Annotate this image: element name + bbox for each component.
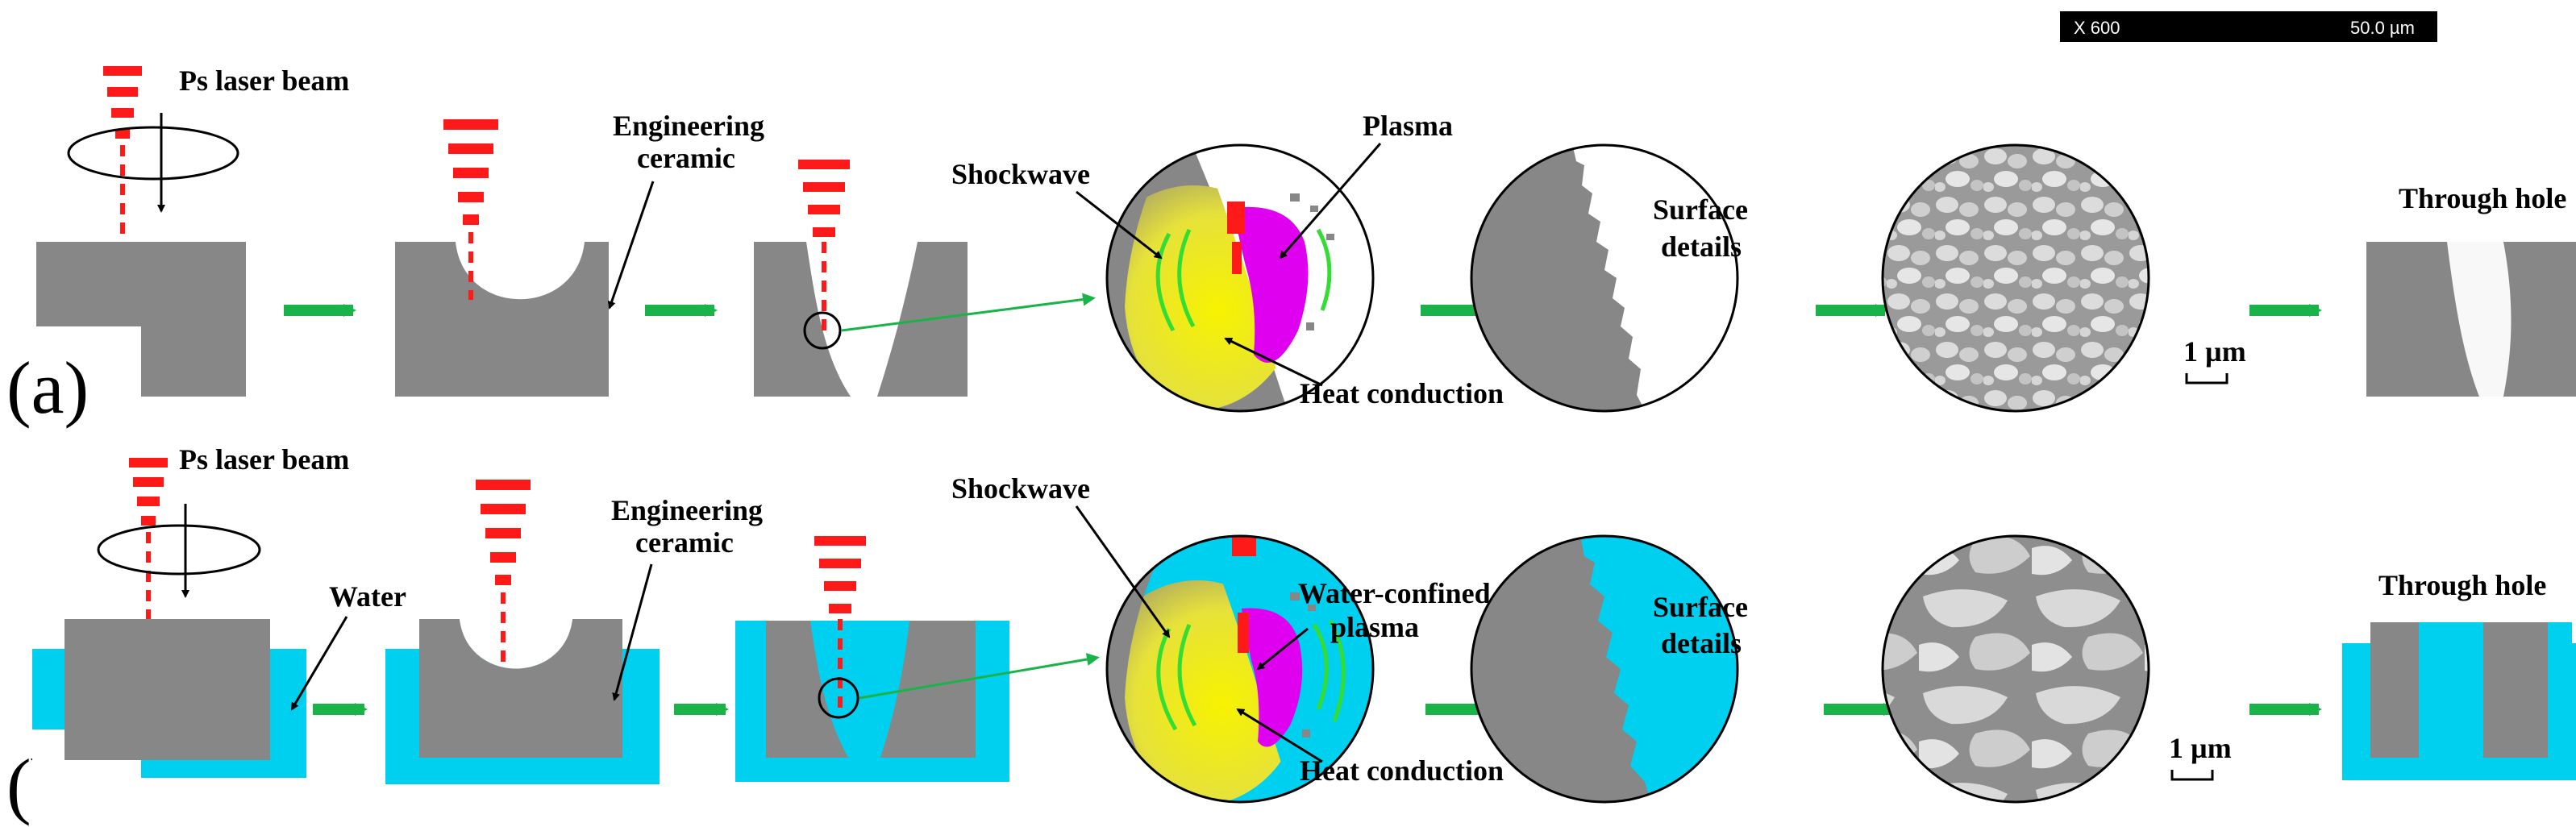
zoom-circle-icon bbox=[803, 311, 842, 350]
ceramic-wall-right bbox=[2483, 622, 2548, 758]
sem-micrograph-b: 1 µm bbox=[1881, 534, 2232, 804]
pointer-line bbox=[1236, 708, 1323, 763]
pointer-line bbox=[612, 563, 653, 701]
ceramic-label-b-line2: ceramic bbox=[635, 526, 734, 559]
scale-bar-magnification: X 600 bbox=[2074, 18, 2120, 38]
result-b: Through hole bbox=[2342, 569, 2576, 780]
pointer-line bbox=[1256, 627, 1309, 671]
ceramic-wall-right bbox=[880, 621, 976, 758]
zoom-arrow-icon bbox=[841, 293, 1096, 332]
ceramic-wall-left bbox=[766, 621, 848, 758]
plasma-label-a: Plasma bbox=[1363, 110, 1453, 142]
result-label-a: Through hole bbox=[2399, 182, 2566, 214]
stage-a1: Ps laser beam bbox=[36, 64, 349, 397]
micro-scale-label-b: 1 µm bbox=[2169, 732, 2232, 764]
pointer-line bbox=[290, 616, 348, 711]
heat-label-a: Heat conduction bbox=[1300, 377, 1504, 409]
result-label-b: Through hole bbox=[2378, 569, 2546, 601]
ceramic-block bbox=[65, 619, 270, 760]
shockwave-label-b: Shockwave bbox=[951, 472, 1090, 505]
ceramic-label-a-line1: Engineering bbox=[613, 110, 764, 142]
detail-circle-a1: Shockwave Plasma Heat conduction bbox=[951, 110, 1504, 413]
plasma-label-b-line2: plasma bbox=[1330, 611, 1419, 643]
pointer-line bbox=[607, 181, 655, 310]
zoom-arrow-icon bbox=[859, 653, 1100, 700]
ceramic-wall-right bbox=[2503, 242, 2576, 397]
detail-circle-a2: Surface details bbox=[1470, 143, 1748, 413]
micro-scale-label-a: 1 µm bbox=[2183, 335, 2246, 368]
ceramic-label-a-line2: ceramic bbox=[637, 142, 735, 174]
laser-label-b: Ps laser beam bbox=[179, 443, 349, 476]
scale-bar-top: X 600 50.0 µm bbox=[2060, 11, 2437, 42]
rotation-icon bbox=[97, 524, 261, 576]
ceramic-wall-left bbox=[754, 242, 851, 397]
pointer-line bbox=[1224, 337, 1323, 387]
shockwave-label-a: Shockwave bbox=[951, 158, 1090, 190]
laser-beam-a2 bbox=[443, 119, 498, 300]
ceramic-wall-left bbox=[2366, 242, 2479, 397]
laser-beam-a3 bbox=[798, 160, 850, 339]
plasma-label-b-line1: Water-confined bbox=[1298, 577, 1491, 609]
water-label-b: Water bbox=[329, 580, 406, 613]
surface-label-a-line2: details bbox=[1661, 231, 1742, 263]
sem-micrograph-a: 1 µm bbox=[1881, 143, 2246, 413]
stage-a3 bbox=[754, 160, 1096, 397]
surface-label-b-line1: Surface bbox=[1653, 591, 1748, 623]
zoom-circle-icon bbox=[818, 677, 859, 719]
pointer-line bbox=[1279, 143, 1382, 260]
ceramic-block bbox=[419, 619, 622, 758]
ceramic-block bbox=[36, 242, 246, 397]
laser-label-a: Ps laser beam bbox=[179, 64, 349, 97]
pointer-line bbox=[1076, 190, 1163, 260]
micro-scale-bar bbox=[2185, 373, 2229, 384]
laser-beam-b1 bbox=[129, 458, 168, 619]
panel-label-a: (a) bbox=[6, 347, 89, 429]
laser-beam-b2 bbox=[476, 480, 531, 669]
stage-b3 bbox=[735, 536, 1100, 782]
surface-label-b: Surface details bbox=[1653, 591, 1748, 659]
row-b: (b) Ps laser beam Water bbox=[6, 443, 2576, 826]
ceramic-wall-left bbox=[2370, 622, 2419, 758]
ceramic-label-b-line1: Engineering bbox=[611, 494, 763, 526]
pointer-line bbox=[1075, 505, 1171, 638]
laser-beam-a1 bbox=[103, 66, 142, 242]
rotation-icon bbox=[67, 126, 239, 181]
surface-label-b-line2: details bbox=[1661, 627, 1742, 659]
micro-scale-bar bbox=[2170, 770, 2214, 781]
result-a: Through hole bbox=[2366, 182, 2576, 397]
ceramic-block bbox=[395, 242, 609, 397]
laser-beam-b3 bbox=[814, 536, 866, 709]
heat-label-b: Heat conduction bbox=[1300, 754, 1504, 787]
surface-label-a: Surface details bbox=[1653, 193, 1748, 263]
scale-bar-length: 50.0 µm bbox=[2350, 18, 2415, 38]
stage-b1: Ps laser beam Water bbox=[32, 443, 406, 826]
detail-circle-b2: Surface details bbox=[1470, 534, 1748, 804]
surface-label-a-line1: Surface bbox=[1653, 193, 1748, 226]
row-a: (a) Ps laser beam bbox=[6, 64, 2576, 429]
